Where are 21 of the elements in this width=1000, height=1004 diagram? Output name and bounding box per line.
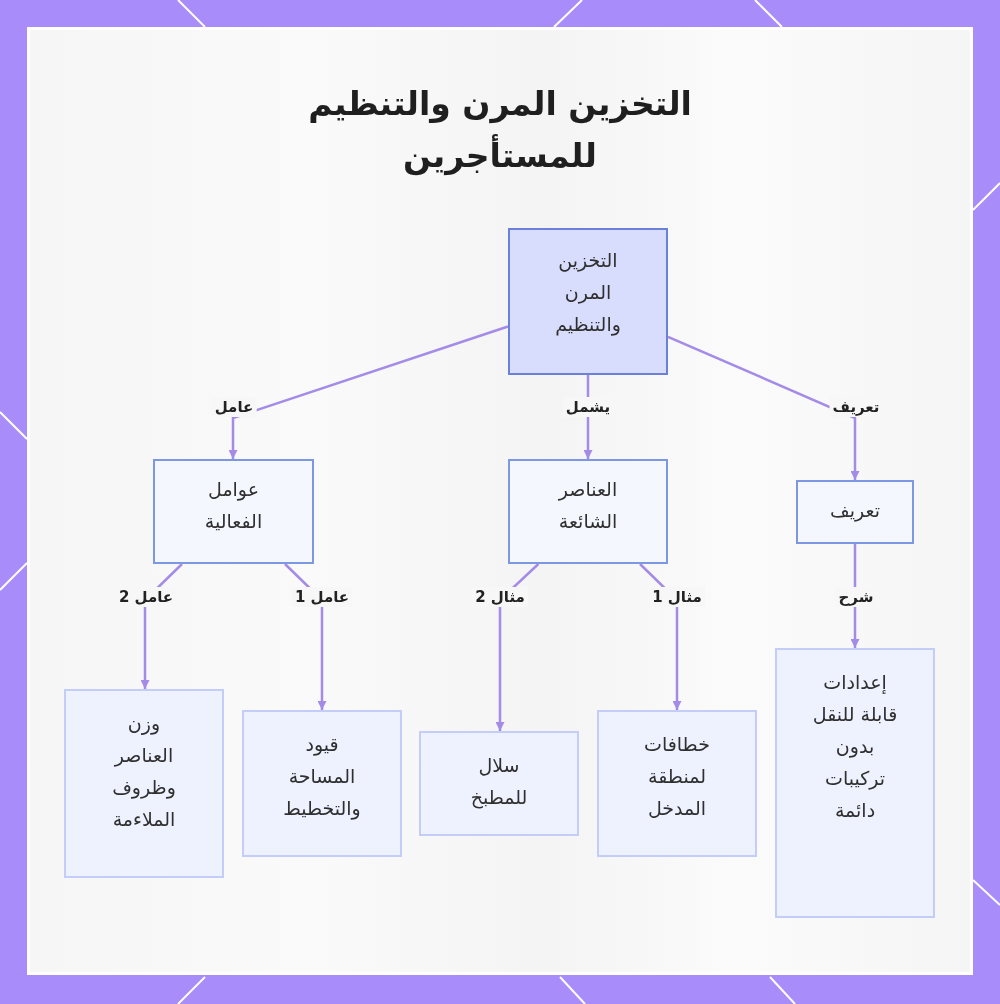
root-box — [508, 228, 668, 375]
node-text: إعدادات قابلة للنقل بدون تركيبات دائمة — [811, 670, 899, 823]
category-box — [508, 459, 668, 564]
node-text: عوامل الفعالية — [203, 477, 264, 534]
node-text: تعريف — [830, 498, 880, 524]
detail-box — [419, 731, 579, 836]
category-box — [796, 480, 914, 544]
category-box — [153, 459, 314, 564]
node-text: قيود المساحة والتخطيط — [282, 732, 362, 822]
node-text: خطافات لمنطقة المدخل — [643, 732, 711, 821]
node-text: سلال للمطبخ — [469, 753, 529, 811]
node-text: التخزين المرن والتنظيم — [554, 248, 622, 338]
detail-box — [775, 648, 935, 918]
detail-box — [242, 710, 402, 857]
connector-arrow — [667, 335, 860, 480]
node-text: العناصر الشائعة — [557, 477, 619, 534]
connector-arrow — [228, 325, 509, 459]
node-text: وزن العناصر وظروف الملاءمة — [111, 711, 177, 832]
diagram-title: التخزين المرن والتنظيم للمستأجرين — [307, 83, 693, 178]
detail-box — [597, 710, 757, 857]
detail-box — [64, 689, 224, 878]
